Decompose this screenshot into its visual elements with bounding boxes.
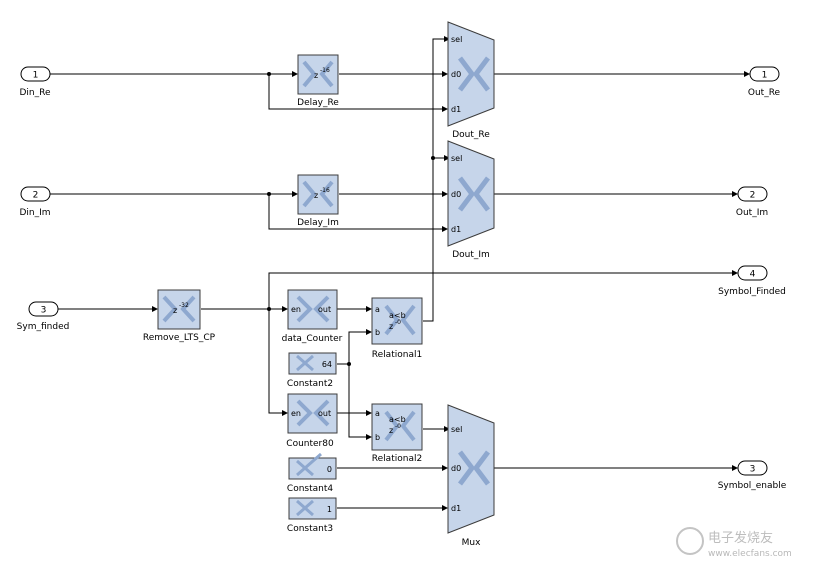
xilinx-logo-icon	[458, 176, 490, 212]
svg-text:z: z	[314, 191, 318, 200]
svg-text:en: en	[291, 305, 301, 314]
signal-lines	[50, 36, 750, 511]
outport-label: Symbol_Finded	[718, 287, 786, 297]
svg-text:out: out	[318, 305, 331, 314]
xilinx-logo-icon	[302, 180, 334, 208]
svg-text:2: 2	[33, 191, 39, 201]
inport-label: Din_Im	[19, 208, 50, 218]
block-label: Mux	[462, 538, 481, 548]
outport-symbol-finded[interactable]: 4 Symbol_Finded	[718, 265, 786, 297]
svg-text:out: out	[318, 409, 331, 418]
svg-text:z: z	[389, 322, 393, 331]
xilinx-logo-icon	[302, 60, 334, 88]
svg-text:4: 4	[750, 270, 756, 280]
svg-text:z: z	[389, 426, 393, 435]
outport-out-re[interactable]: 1 Out_Re	[748, 66, 781, 98]
svg-text:sel: sel	[451, 154, 462, 163]
svg-text:sel: sel	[451, 35, 462, 44]
dout-im-mux[interactable]: sel d0 d1 Dout_Im	[447, 140, 495, 260]
svg-text:-16: -16	[320, 187, 330, 194]
svg-text:d1: d1	[451, 105, 461, 114]
inport-sym-finded[interactable]: 3 Sym_finded	[17, 301, 70, 332]
block-label: Constant3	[287, 524, 333, 534]
outport-label: Symbol_enable	[718, 481, 787, 491]
svg-text:a<b: a<b	[389, 311, 406, 320]
svg-text:1: 1	[33, 71, 39, 81]
outport-label: Out_Re	[748, 88, 781, 98]
block-label: Relational2	[372, 454, 422, 464]
svg-text:sel: sel	[451, 425, 462, 434]
block-label: Counter80	[286, 439, 334, 449]
svg-text:a<b: a<b	[389, 415, 406, 424]
constant-value: 0	[327, 465, 332, 474]
counter80-block[interactable]: en out Counter80	[286, 393, 338, 449]
svg-text:3: 3	[750, 465, 756, 475]
svg-text:www.elecfans.com: www.elecfans.com	[708, 549, 792, 559]
delay-re-block[interactable]: z -16 Delay_Re	[297, 54, 339, 108]
mux-block[interactable]: sel d0 d1 Mux	[447, 404, 495, 548]
xilinx-logo-icon	[296, 295, 330, 323]
xilinx-logo-icon	[296, 499, 314, 517]
watermark-logo-icon	[676, 527, 704, 555]
constant2-block[interactable]: 64 Constant2	[287, 352, 337, 389]
block-label: Delay_Re	[297, 98, 339, 108]
inport-din-re[interactable]: 1 Din_Re	[19, 66, 51, 98]
xilinx-logo-icon	[162, 295, 196, 323]
block-label: data_Counter	[282, 334, 343, 344]
block-label: Relational1	[372, 350, 422, 360]
svg-text:1: 1	[762, 71, 768, 81]
block-label: Constant2	[287, 379, 333, 389]
svg-text:3: 3	[41, 306, 47, 316]
svg-text:d0: d0	[451, 190, 461, 199]
dout-re-mux[interactable]: sel d0 d1 Dout_Re	[447, 21, 495, 140]
xilinx-logo-icon	[458, 56, 490, 92]
inport-label: Din_Re	[19, 88, 50, 98]
svg-text:d1: d1	[451, 504, 461, 513]
inport-label: Sym_finded	[17, 322, 70, 332]
watermark: 电子发烧友 www.elecfans.com	[676, 527, 792, 559]
svg-text:a: a	[375, 409, 380, 418]
xilinx-logo-icon	[384, 410, 416, 442]
svg-text:en: en	[291, 409, 301, 418]
xilinx-logo-icon	[296, 452, 322, 477]
outport-symbol-enable[interactable]: 3 Symbol_enable	[718, 460, 787, 491]
svg-text:z: z	[314, 71, 318, 80]
constant4-block[interactable]: 0 Constant4	[287, 452, 337, 494]
svg-text:b: b	[375, 328, 380, 337]
outport-out-im[interactable]: 2 Out_Im	[736, 186, 768, 218]
svg-text:d0: d0	[451, 464, 461, 473]
relational2-block[interactable]: a b a<b z -0 Relational2	[371, 403, 423, 464]
xilinx-logo-icon	[296, 354, 314, 372]
svg-text:d1: d1	[451, 225, 461, 234]
remove-lts-cp-block[interactable]: z -32 Remove_LTS_CP	[143, 289, 216, 343]
delay-im-block[interactable]: z -16 Delay_Im	[297, 174, 339, 228]
svg-text:-16: -16	[320, 67, 330, 74]
constant3-block[interactable]: 1 Constant3	[287, 497, 337, 534]
svg-text:-0: -0	[395, 319, 401, 326]
svg-text:a: a	[375, 305, 380, 314]
block-label: Dout_Re	[452, 130, 490, 140]
svg-text:2: 2	[750, 191, 756, 201]
xilinx-logo-icon	[384, 304, 416, 336]
constant-value: 1	[327, 505, 332, 514]
block-label: Remove_LTS_CP	[143, 333, 216, 343]
inport-din-im[interactable]: 2 Din_Im	[19, 186, 51, 218]
block-label: Delay_Im	[297, 218, 339, 228]
svg-text:z: z	[173, 306, 177, 315]
svg-text:b: b	[375, 433, 380, 442]
outport-label: Out_Im	[736, 208, 768, 218]
block-label: Constant4	[287, 484, 333, 494]
data-counter-block[interactable]: en out data_Counter	[282, 289, 343, 344]
svg-text:d0: d0	[451, 70, 461, 79]
svg-text:电子发烧友: 电子发烧友	[708, 530, 773, 546]
branch-dots	[267, 72, 435, 366]
xilinx-logo-icon	[296, 399, 330, 427]
xilinx-logo-icon	[458, 450, 490, 486]
relational1-block[interactable]: a b a<b z -0 Relational1	[371, 297, 423, 360]
svg-text:-0: -0	[395, 423, 401, 430]
svg-text:-32: -32	[179, 302, 189, 309]
block-label: Dout_Im	[452, 250, 490, 260]
constant-value: 64	[322, 360, 332, 369]
